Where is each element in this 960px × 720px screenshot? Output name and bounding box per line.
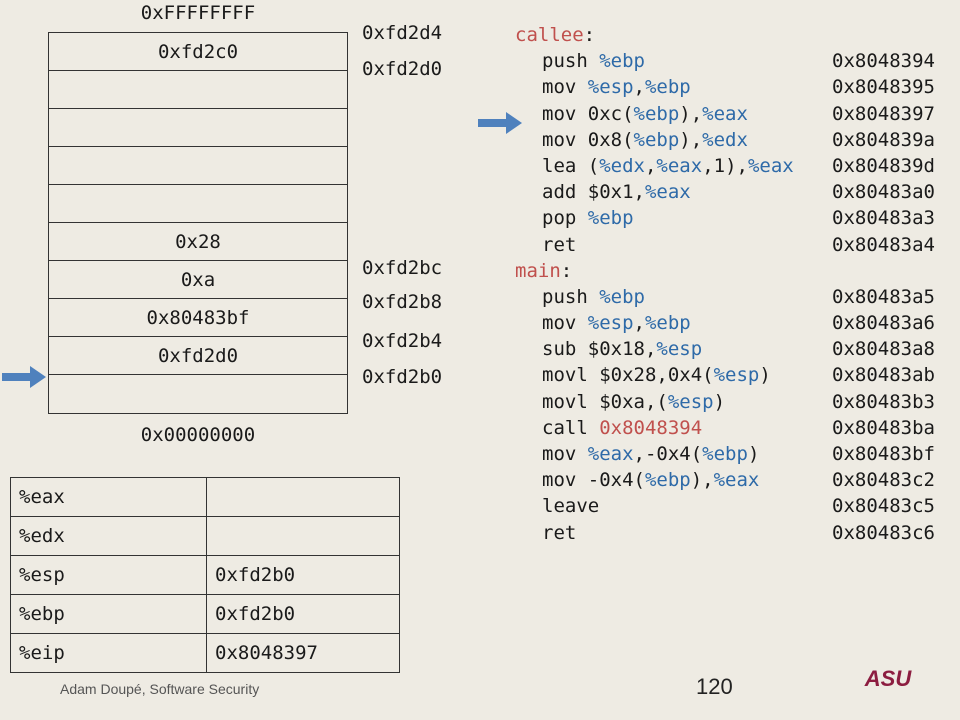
- instruction-row: leave 0x80483c5: [515, 493, 935, 519]
- stack-slot: 0xfd2d0: [49, 337, 347, 375]
- instruction-text: ret: [542, 233, 577, 256]
- register-table: %eax %edx %esp 0xfd2b0 %ebp 0xfd2b0 %eip…: [10, 477, 400, 673]
- instruction-row: mov %eax,-0x4(%ebp) 0x80483bf: [515, 441, 935, 467]
- instruction-address: 0x80483bf: [832, 443, 935, 465]
- instruction-text: mov 0x8(%ebp),%edx: [542, 128, 748, 151]
- stack-slot: [49, 109, 347, 147]
- register-row: %eax: [10, 477, 400, 517]
- instruction-row: add $0x1,%eax 0x80483a0: [515, 179, 935, 205]
- instruction-text: mov %esp,%ebp: [542, 76, 691, 99]
- instruction-text: call 0x8048394: [542, 416, 703, 439]
- instruction-address: 0x80483c2: [832, 469, 935, 492]
- instruction-address: 0x80483a8: [832, 338, 935, 361]
- instruction-address: 0x80483a0: [832, 181, 935, 204]
- function-label-callee: callee:: [515, 24, 596, 46]
- instruction-row: mov -0x4(%ebp),%eax 0x80483c2: [515, 467, 935, 493]
- instruction-text: mov %eax,-0x4(%ebp): [542, 443, 760, 465]
- register-row: %esp 0xfd2b0: [10, 555, 400, 595]
- instruction-text: lea (%edx,%eax,1),%eax: [542, 154, 794, 177]
- instruction-text: ret: [542, 521, 577, 544]
- instruction-row: call 0x8048394 0x80483ba: [515, 415, 935, 441]
- register-value: 0xfd2b0: [206, 594, 400, 634]
- register-name: %eip: [10, 633, 207, 673]
- instruction-text: mov -0x4(%ebp),%eax: [542, 469, 760, 492]
- stack-bottom-address: 0x00000000: [140, 424, 256, 446]
- instruction-text: sub $0x18,%esp: [542, 338, 703, 361]
- instruction-text: movl $0xa,(%esp): [542, 390, 726, 413]
- stack-address-label: 0xfd2d0: [362, 58, 443, 80]
- instruction-row: movl $0xa,(%esp) 0x80483b3: [515, 389, 935, 415]
- instruction-row: mov %esp,%ebp 0x8048395: [515, 74, 935, 100]
- stack-slot: [49, 147, 347, 185]
- asu-logo-icon: ASU: [864, 666, 912, 690]
- stack-slot: 0xfd2c0: [49, 33, 347, 71]
- stack-slot: 0x28: [49, 223, 347, 261]
- instruction-row: ret 0x80483a4: [515, 232, 935, 258]
- instruction-address: 0x804839a: [832, 128, 935, 151]
- register-value: 0xfd2b0: [206, 555, 400, 595]
- instruction-address: 0x80483a6: [832, 312, 935, 335]
- stack-address-label: 0xfd2b0: [362, 366, 443, 388]
- register-name: %esp: [10, 555, 207, 595]
- instruction-row: push %ebp 0x80483a5: [515, 284, 935, 310]
- instruction-text: mov %esp,%ebp: [542, 312, 691, 335]
- register-row: %eip 0x8048397: [10, 633, 400, 673]
- instruction-address: 0x8048394: [832, 50, 935, 73]
- instruction-address: 0x80483ab: [832, 364, 935, 387]
- register-value: 0x8048397: [206, 633, 400, 673]
- register-value: [206, 477, 400, 517]
- instruction-address: 0x80483ba: [832, 416, 935, 439]
- stack-address-label: 0xfd2b4: [362, 330, 443, 352]
- svg-text:ASU: ASU: [864, 666, 912, 690]
- instruction-text: movl $0x28,0x4(%esp): [542, 364, 771, 387]
- stack-top-address: 0xFFFFFFFF: [140, 2, 256, 24]
- instruction-row: movl $0x28,0x4(%esp) 0x80483ab: [515, 362, 935, 388]
- assembly-listing: callee: push %ebp 0x8048394 mov %esp,%ebp 0…: [515, 22, 935, 546]
- register-name: %ebp: [10, 594, 207, 634]
- function-label-main: main:: [515, 259, 573, 282]
- instruction-address: 0x80483c5: [832, 495, 935, 518]
- instruction-row: push %ebp 0x8048394: [515, 48, 935, 74]
- stack-slot: 0xa: [49, 261, 347, 299]
- stack-slot: [49, 185, 347, 223]
- instruction-text: push %ebp: [542, 285, 645, 308]
- instruction-address: 0x8048395: [832, 76, 935, 99]
- instruction-row: sub $0x18,%esp 0x80483a8: [515, 336, 935, 362]
- register-row: %ebp 0xfd2b0: [10, 594, 400, 634]
- stack-slot: [49, 71, 347, 109]
- instruction-row: mov 0x8(%ebp),%edx 0x804839a: [515, 127, 935, 153]
- instruction-row: mov 0xc(%ebp),%eax 0x8048397: [515, 101, 935, 127]
- stack-slot: [49, 375, 347, 413]
- instruction-text: push %ebp: [542, 50, 645, 73]
- stack-diagram: 0xfd2c0 0x28 0xa 0x80483bf 0xfd2d0: [48, 32, 348, 414]
- instruction-row: mov %esp,%ebp 0x80483a6: [515, 310, 935, 336]
- footer-author: Adam Doupé, Software Security: [60, 681, 260, 697]
- instruction-address: 0x804839d: [832, 154, 935, 177]
- register-row: %edx: [10, 516, 400, 556]
- instruction-address: 0x80483b3: [832, 390, 935, 413]
- instruction-text: pop %ebp: [542, 207, 634, 230]
- instruction-row: ret 0x80483c6: [515, 520, 935, 546]
- instruction-address: 0x80483a5: [832, 285, 935, 308]
- instruction-text: add $0x1,%eax: [542, 181, 691, 204]
- stack-slot: 0x80483bf: [49, 299, 347, 337]
- register-name: %edx: [10, 516, 207, 556]
- instruction-text: leave: [542, 495, 600, 518]
- instruction-text: mov 0xc(%ebp),%eax: [542, 102, 748, 125]
- instruction-row: pop %ebp 0x80483a3: [515, 205, 935, 231]
- stack-address-label: 0xfd2d4: [362, 22, 443, 44]
- instruction-address: 0x8048397: [832, 102, 935, 125]
- register-value: [206, 516, 400, 556]
- stack-address-label: 0xfd2bc: [362, 257, 443, 279]
- stack-pointer-arrow-icon: [2, 366, 46, 388]
- page-number: 120: [696, 674, 733, 699]
- instruction-address: 0x80483c6: [832, 521, 935, 544]
- register-name: %eax: [10, 477, 207, 517]
- instruction-address: 0x80483a3: [832, 207, 935, 230]
- instruction-row: lea (%edx,%eax,1),%eax 0x804839d: [515, 153, 935, 179]
- instruction-pointer-arrow-icon: [478, 112, 522, 134]
- stack-address-label: 0xfd2b8: [362, 291, 443, 313]
- instruction-address: 0x80483a4: [832, 233, 935, 256]
